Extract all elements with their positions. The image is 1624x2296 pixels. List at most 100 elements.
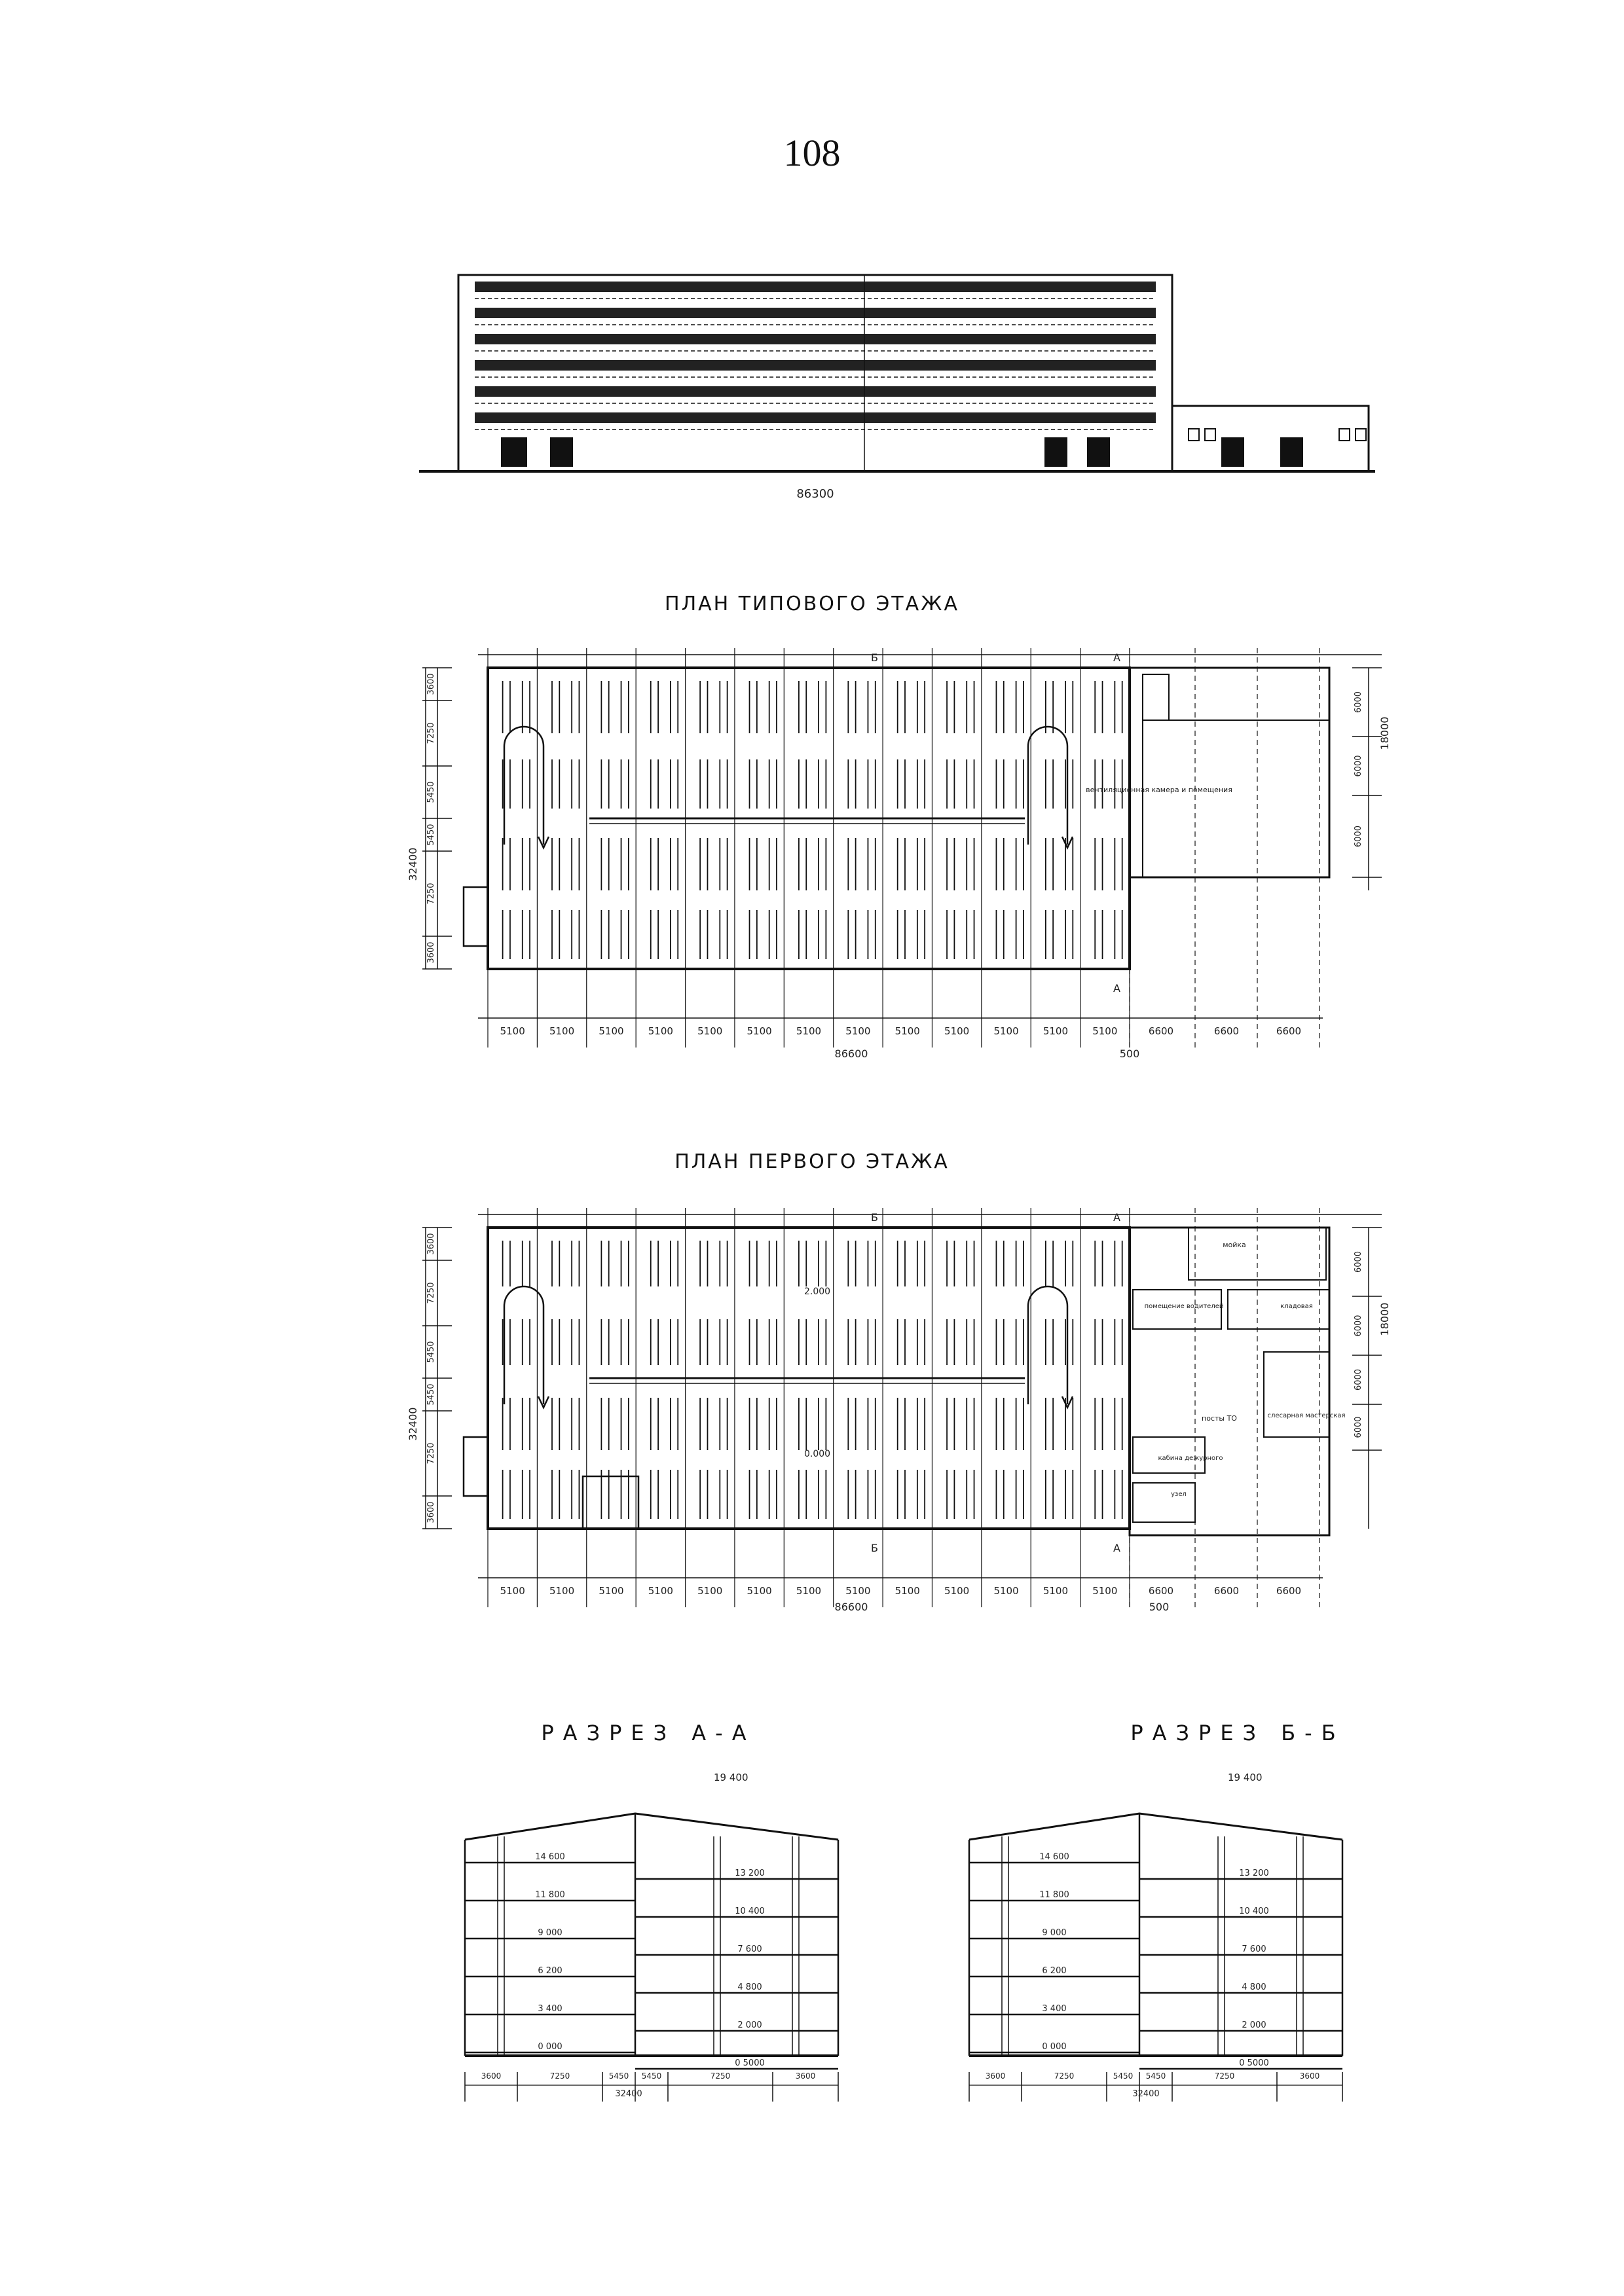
left-level-label: 11 800 [535,1890,565,1900]
left-level-label: 11 800 [1039,1890,1069,1900]
left-dim-label: 7250 [426,883,436,904]
annex-room [1227,1289,1330,1330]
bay-dim-label: 5100 [599,1585,623,1597]
right-dim-label: 6000 [1354,826,1363,847]
bay-dim-label: 6600 [1214,1585,1239,1597]
room-drivers: помещение водителей [1145,1303,1224,1310]
right-dim-label: 6000 [1354,691,1363,713]
annex-room [1142,720,1330,878]
left-level-label: 9 000 [1042,1928,1066,1938]
left-stair [462,1436,489,1497]
facade-elevation: 86300 [419,274,1375,501]
section-bb-total: 32400 [1132,2089,1159,2099]
annex-room [1132,1436,1206,1474]
bay-dim-label: 5100 [993,1585,1018,1597]
left-dim-label: 7250 [426,722,436,744]
left-dim-label: 3600 [426,1233,436,1254]
first-floor-title: ПЛАН ПЕРВОГО ЭТАЖА [674,1150,950,1173]
garage-door [550,437,573,467]
right-level-label: 2 000 [737,2020,762,2030]
right-level-label: 4 800 [737,1982,762,1992]
page-number: 108 [783,132,841,174]
typical-right-total: 18000 [1378,717,1391,750]
typical-annex-label: вентиляционная камера и помещения [1086,786,1232,794]
bay-dim-label: 5100 [747,1585,772,1597]
right-level-label: 2 000 [1242,2020,1266,2030]
right-dim-label: 6000 [1354,1369,1363,1391]
section-dim-label: 3600 [1300,2071,1320,2081]
bay-dim-label: 5100 [1092,1025,1117,1037]
section-dim-label: 5450 [642,2071,662,2081]
garage-door [1087,437,1110,467]
right-level-label: 0 5000 [735,2058,765,2068]
right-dim-label: 6000 [1354,1251,1363,1273]
window-band [475,334,1156,344]
left-dim-label: 7250 [426,1282,436,1303]
typical-offset-dim: 500 [1120,1048,1140,1060]
section-dim-label: 7250 [1054,2071,1075,2081]
typical-cut-b-label: Б [871,651,878,664]
left-level-label: 3 400 [1042,2004,1066,2014]
annex-room [1263,1351,1330,1438]
room-node: узел [1171,1491,1187,1498]
bay-dim-label: 5100 [1092,1585,1117,1597]
right-level-label: 4 800 [1242,1982,1266,1992]
annex-room [1132,1289,1222,1330]
bay-dim-label: 5100 [549,1585,574,1597]
section-dim-label: 7250 [710,2071,731,2081]
first-ramp-level-upper: 2.000 [804,1286,830,1297]
bay-dim-label: 5100 [895,1585,920,1597]
right-dim-label: 6000 [1354,1315,1363,1336]
section-aa-top-level: 19 400 [714,1772,748,1783]
right-level-label: 13 200 [1239,1868,1269,1878]
typical-floor-title: ПЛАН ТИПОВОГО ЭТАЖА [665,592,959,615]
garage-door [1044,437,1067,467]
bay-dim-label: 5100 [1043,1025,1068,1037]
bay-dim-label: 5100 [944,1025,969,1037]
ramp-arrow [503,1285,545,1404]
left-level-label: 14 600 [1039,1852,1069,1862]
first-ramp-level-lower: 0.000 [804,1449,830,1459]
section-dim-label: 3600 [986,2071,1006,2081]
bay-dim-label: 5100 [697,1585,722,1597]
room-workshop: слесарная мастерская [1267,1412,1345,1419]
ramp-arrowhead [537,1396,550,1410]
bay-dim-label: 5100 [845,1585,870,1597]
section-dim-label: 7250 [1215,2071,1235,2081]
section-dim-label: 3600 [796,2071,816,2081]
service-room [581,1475,640,1530]
left-level-label: 3 400 [538,2004,562,2014]
bay-dim-label: 5100 [796,1025,821,1037]
section-dim-label: 3600 [481,2071,502,2081]
first-total-dim: 86600 [835,1601,868,1613]
section-dim-label: 5450 [1146,2071,1166,2081]
bay-dim-label: 5100 [944,1585,969,1597]
typical-left-total: 32400 [407,848,419,881]
bay-dim-label: 5100 [895,1025,920,1037]
annex-window [1188,428,1200,441]
annex-room [1188,1227,1327,1281]
left-level-label: 6 200 [538,1966,562,1976]
typical-cut-a-label-bottom: А [1113,982,1120,994]
left-level-label: 6 200 [1042,1966,1066,1976]
bay-dim-label: 5100 [549,1025,574,1037]
bay-dim-label: 5100 [648,1025,673,1037]
first-left-total: 32400 [407,1408,419,1441]
bay-dim-label: 6600 [1276,1025,1301,1037]
left-level-label: 0 000 [538,2042,562,2052]
bay-dim-label: 5100 [747,1025,772,1037]
left-dim-label: 5450 [426,1341,436,1362]
garage-door [501,437,527,467]
section-aa-total: 32400 [615,2089,642,2099]
bay-dim-label: 5100 [599,1025,623,1037]
bay-dim-label: 6600 [1276,1585,1301,1597]
facade-annex-block [1171,405,1370,473]
annex-window [1204,428,1216,441]
left-dim-label: 7250 [426,1442,436,1464]
window-band [475,308,1156,318]
left-dim-label: 3600 [426,1501,436,1523]
facade-total-dim: 86300 [796,487,834,501]
first-offset-dim: 500 [1149,1601,1170,1613]
